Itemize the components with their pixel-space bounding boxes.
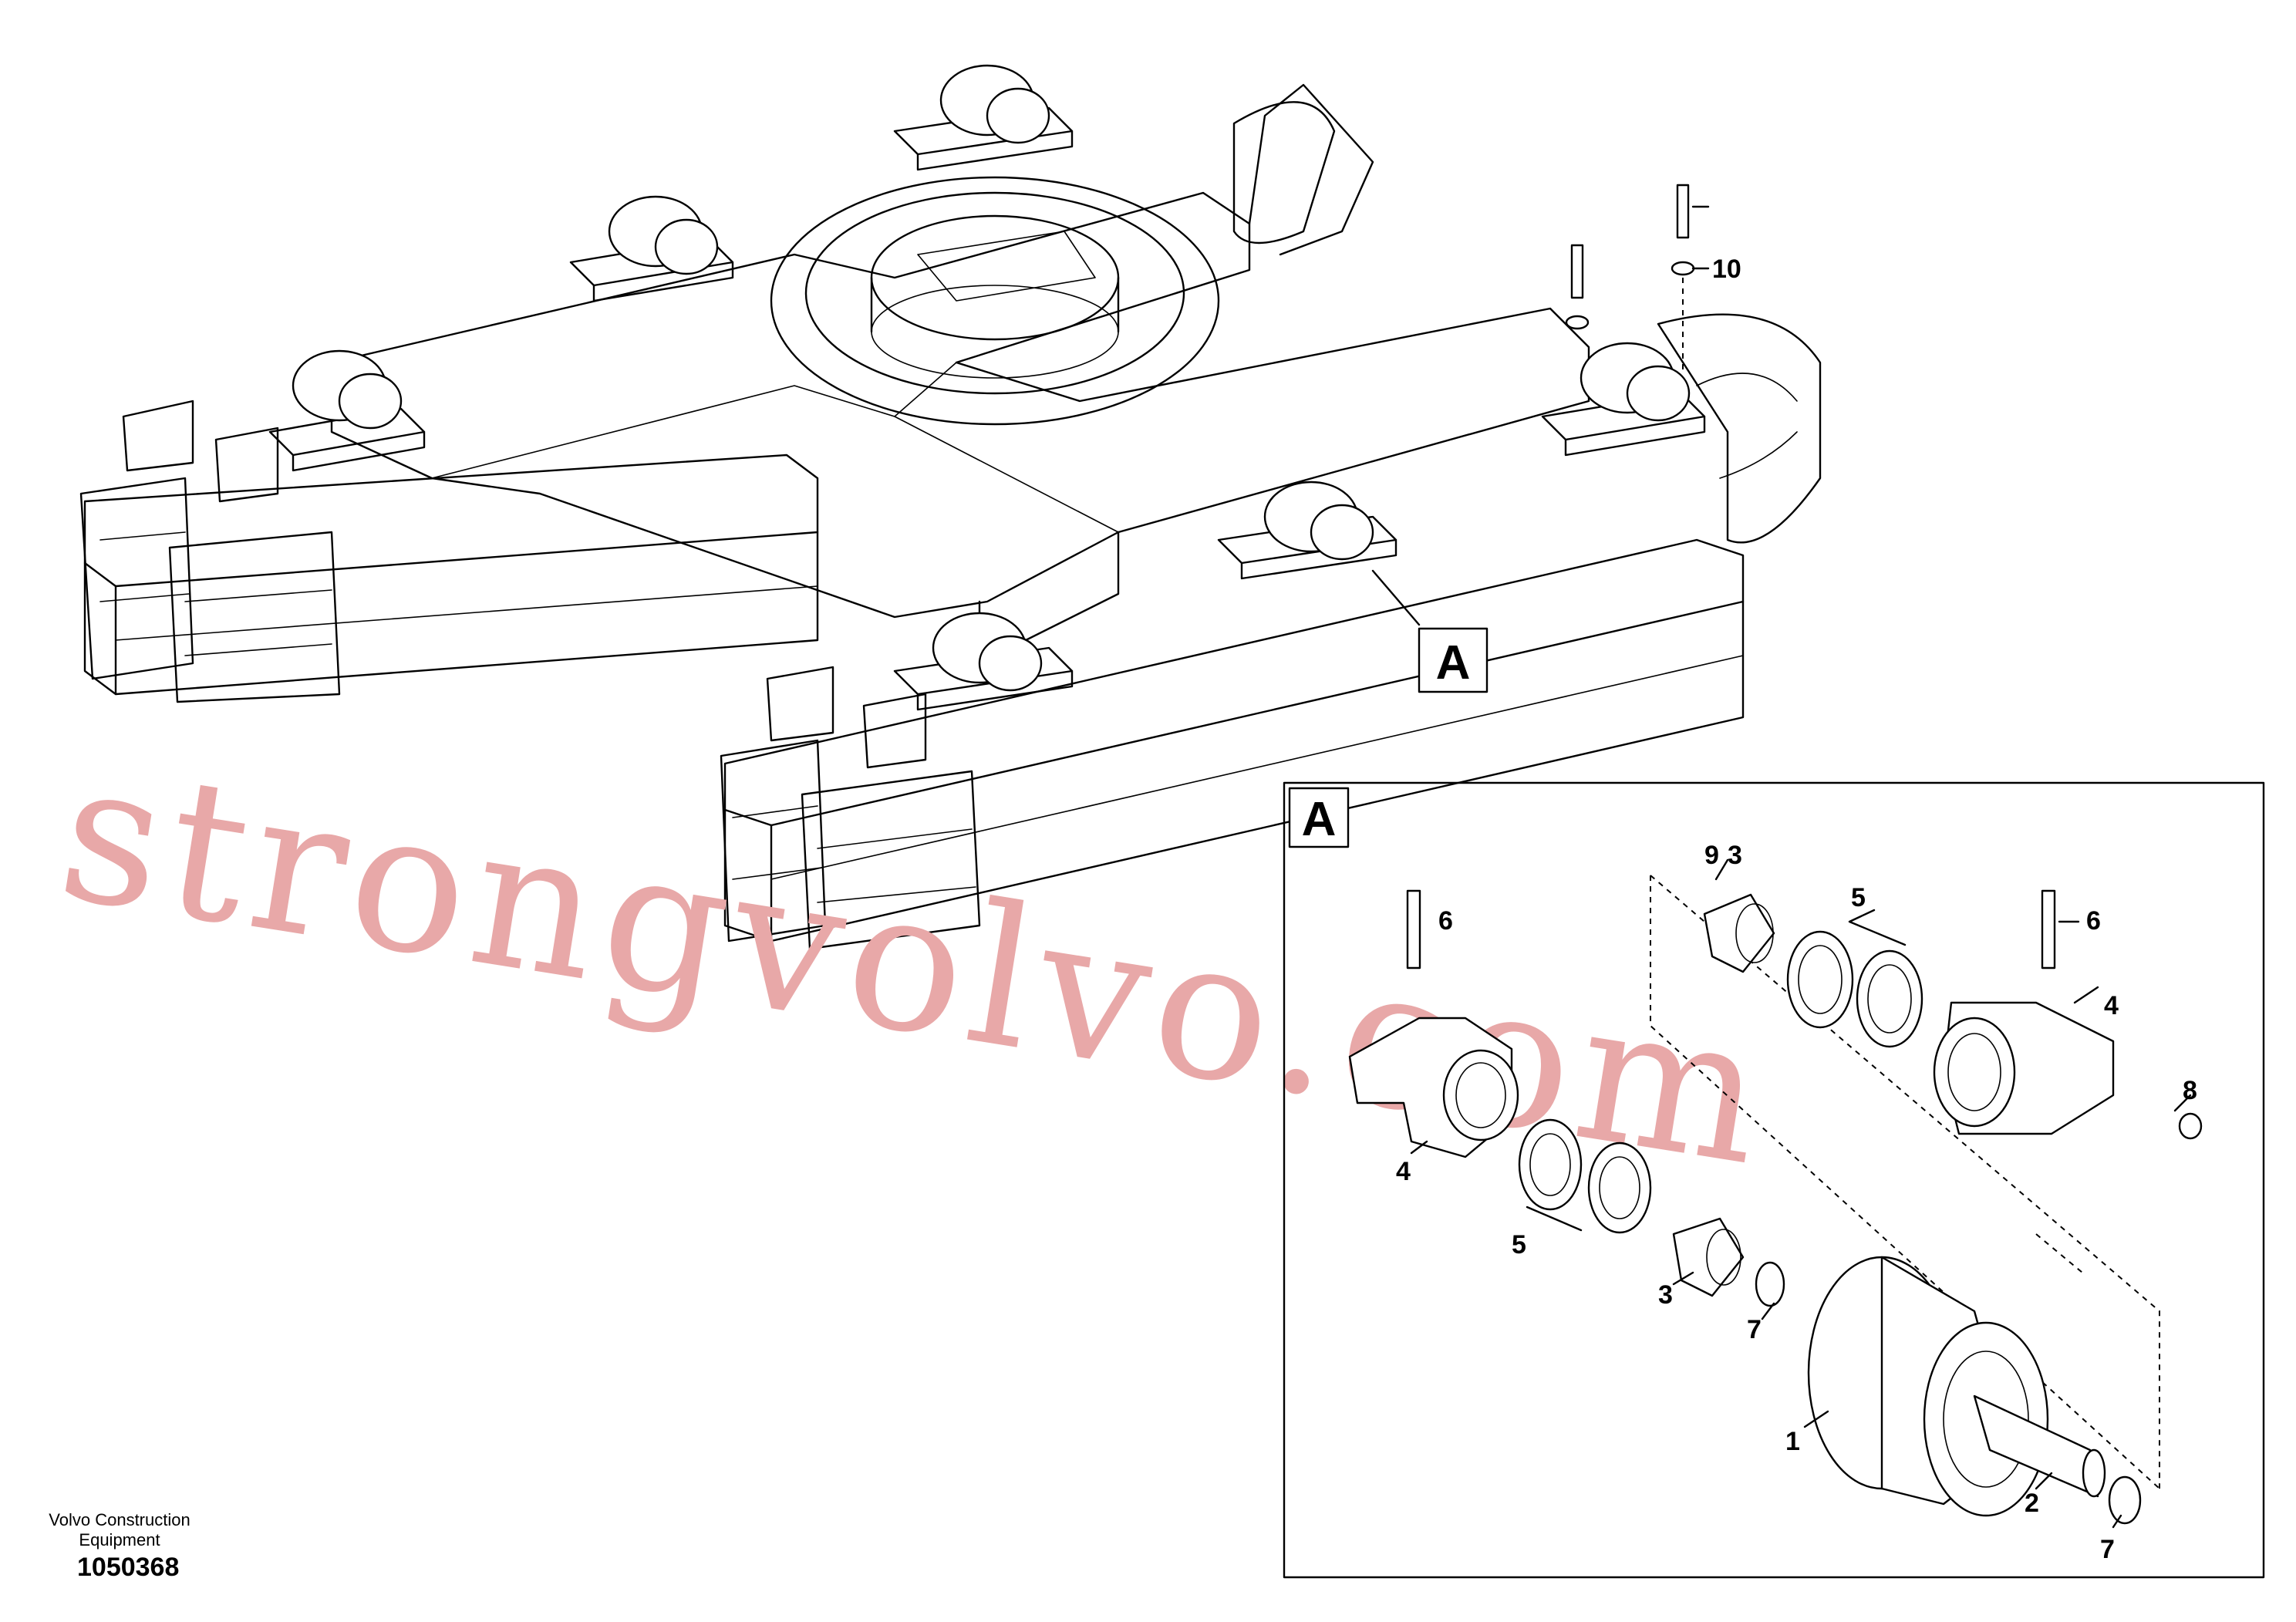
part-label-5: 5 <box>1851 883 1866 912</box>
bolt-icon <box>1676 184 1690 239</box>
part-label-1: 1 <box>1785 1427 1800 1456</box>
part-label-3: 3 <box>1728 841 1742 870</box>
carrier-roller <box>608 195 719 275</box>
company-name-line1: Volvo Construction <box>49 1510 190 1529</box>
part-label-4: 4 <box>2104 991 2119 1020</box>
part-label-4: 4 <box>1396 1157 1411 1186</box>
leader-lines <box>1410 858 2192 1529</box>
undercarriage-frame <box>79 64 1822 950</box>
plug-icon <box>2178 1112 2203 1140</box>
detail-view-frame <box>1283 781 2265 1579</box>
callout-a: A <box>1436 636 1471 690</box>
part-label-5: 5 <box>1512 1230 1526 1259</box>
detail-parts <box>1348 875 2203 1525</box>
pin-icon <box>2041 889 2056 969</box>
part-label-6: 6 <box>1438 906 1453 936</box>
part-label-2: 2 <box>2025 1489 2039 1518</box>
part-label-3: 3 <box>1658 1280 1673 1310</box>
part-label-7: 7 <box>1747 1315 1762 1344</box>
washer-icon <box>1565 315 1590 330</box>
part-label-10: 10 <box>1712 255 1741 284</box>
detail-label: A <box>1302 793 1337 846</box>
washer-icon <box>1671 261 1695 276</box>
bolt-icon <box>1570 244 1584 299</box>
detail-label-box <box>1288 787 1350 848</box>
part-label-8: 8 <box>2183 1076 2197 1105</box>
carrier-roller <box>1263 481 1374 561</box>
carrier-roller <box>939 64 1050 144</box>
carrier-roller <box>292 349 403 430</box>
carrier-roller <box>1580 342 1691 422</box>
part-label-9: 9 <box>1704 841 1719 870</box>
carrier-roller <box>932 612 1043 692</box>
company-name-line2: Equipment <box>79 1530 160 1549</box>
drawing-number: 1050368 <box>77 1553 180 1582</box>
callout-a-box <box>1418 627 1489 693</box>
pin-icon <box>1406 889 1421 969</box>
part-label-6: 6 <box>2086 906 2101 936</box>
part-label-7: 7 <box>2100 1535 2115 1564</box>
